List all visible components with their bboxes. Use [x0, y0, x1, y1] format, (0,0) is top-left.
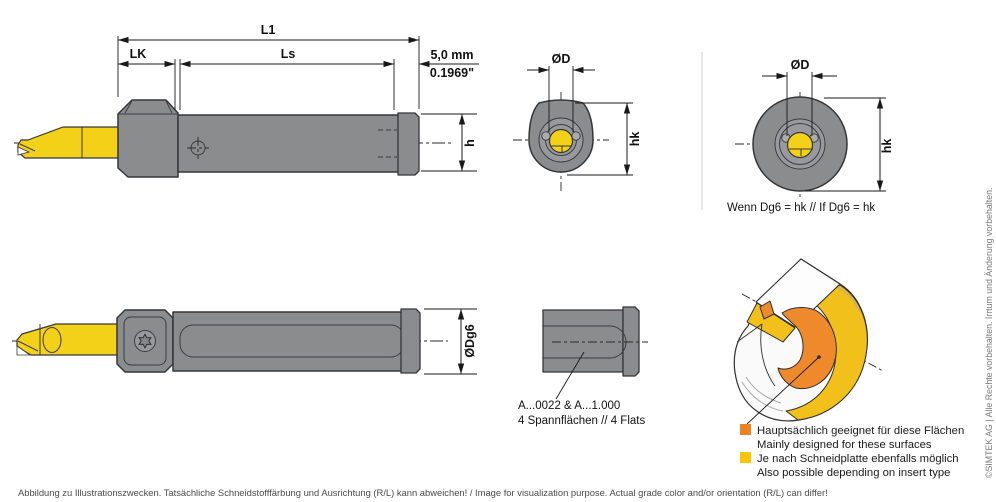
- dim-label-d: ØD: [791, 58, 810, 72]
- rim-arc-top: [837, 286, 861, 313]
- cutaway-3d-view: [733, 258, 884, 425]
- head-chamfer-left: [124, 100, 133, 114]
- top-side-view: L1 LK Ls 5,0 mm 0.1969" h: [14, 23, 479, 178]
- relief-lobe-right: [571, 131, 581, 141]
- dim-5mm: 5,0 mm 0.1969": [419, 48, 479, 80]
- dim-label-d: ØD: [552, 52, 571, 66]
- cut-plane-top: [755, 258, 841, 328]
- bore-surface-saddle: [777, 307, 837, 390]
- relief-lobe-left: [541, 131, 551, 141]
- carbide-bar-body: [16, 323, 121, 356]
- tool-head: [117, 99, 179, 178]
- cut-face-wedge: [746, 302, 796, 343]
- cutting-edge-line: [19, 143, 36, 152]
- legend-main-de: Hauptsächlich geeignet für diese Flächen: [757, 425, 964, 437]
- dim-label-hk: hk: [628, 132, 642, 147]
- copyright-text: ©SIMTEK AG | Alle Rechte vorbehalten. Ir…: [984, 188, 994, 478]
- dim-lk: LK: [118, 47, 176, 110]
- dim-label-l1: L1: [261, 23, 276, 37]
- legend-possible-en: Also possible depending on insert type: [757, 467, 950, 479]
- carbide-bar-section: [548, 128, 574, 154]
- cutting-edge-notch: [16, 345, 32, 356]
- front-view-flat: ØD hk: [513, 52, 642, 191]
- bar-clamp-flat: [42, 327, 62, 353]
- bottom-side-view: ØDg6: [12, 308, 477, 375]
- stub-edge-right: [760, 323, 776, 387]
- leader-line: [746, 356, 820, 425]
- dim-l1: L1: [117, 23, 420, 109]
- tool-shank: [177, 114, 401, 173]
- carbide-bar: [16, 323, 121, 356]
- carbide-bar-section: [786, 131, 814, 159]
- shank-outline: [172, 311, 404, 372]
- head-chamfer-right: [165, 100, 173, 114]
- tool-head: [116, 309, 174, 373]
- front-view-round: ØD hk Wenn Dg6 = hk // If Dg6 = hk: [727, 58, 894, 214]
- dim-label-hk: hk: [880, 139, 894, 154]
- sleeve-flange: [622, 306, 640, 377]
- dim-label-dg6: ØDg6: [463, 324, 477, 357]
- disclaimer-text: Abbildung zu Illustrationszwecken. Tatsä…: [18, 487, 828, 498]
- sleeve-body: [542, 309, 624, 373]
- tool-shank: [172, 311, 405, 372]
- dim-label-lk: LK: [130, 47, 147, 61]
- carbide-bar-body: [17, 126, 121, 159]
- dim-hk-flat: hk: [567, 102, 642, 176]
- legend-main-en: Mainly designed for these surfaces: [757, 439, 932, 451]
- head-inner-face: [123, 316, 167, 366]
- dim-label-h: h: [463, 139, 477, 147]
- end-collar: [397, 112, 420, 176]
- dim-h: h: [421, 113, 477, 172]
- round-shank-note: Wenn Dg6 = hk // If Dg6 = hk: [727, 202, 875, 214]
- carbide-bar: [17, 126, 121, 159]
- bore-circle: [779, 123, 821, 165]
- stub-edge-top: [736, 323, 763, 343]
- dim-label-inch: 0.1969": [430, 66, 474, 80]
- rim-arc-bottom-outer: [741, 381, 784, 412]
- legend-swatch-possible: [740, 452, 751, 463]
- dim-d-round: ØD: [762, 58, 837, 136]
- dim-label-mm: 5,0 mm: [430, 48, 473, 62]
- legend-swatch-main: [740, 424, 751, 435]
- head-outline: [117, 99, 179, 178]
- sleeve-label-line1: A...0022 & A...1.000: [518, 400, 620, 412]
- end-collar: [400, 308, 421, 374]
- surface-legend: Hauptsächlich geeignet für diese Flächen…: [740, 424, 964, 479]
- dim-d-flat: ØD: [527, 52, 595, 132]
- leader-line: [555, 351, 585, 400]
- dim-ls: Ls: [179, 47, 395, 110]
- dim-hk-round: hk: [805, 97, 894, 192]
- shank-outline: [177, 114, 401, 173]
- legend-possible-de: Je nach Schneidplatte ebenfalls möglich: [757, 453, 959, 465]
- sleeve-label-line2: 4 Spannflächen // 4 Flats: [518, 415, 645, 427]
- bore-lip-far: [759, 300, 775, 320]
- dim-label-ls: Ls: [281, 47, 296, 61]
- rim-arc-bottom-inner: [745, 376, 782, 404]
- cutting-edge-notch: [17, 146, 31, 156]
- dim-dg6: ØDg6: [424, 308, 477, 375]
- sleeve-view: A...0022 & A...1.000 4 Spannflächen // 4…: [518, 306, 648, 427]
- torx-screw-icon: [138, 333, 152, 349]
- cutting-edge-line: [17, 340, 39, 352]
